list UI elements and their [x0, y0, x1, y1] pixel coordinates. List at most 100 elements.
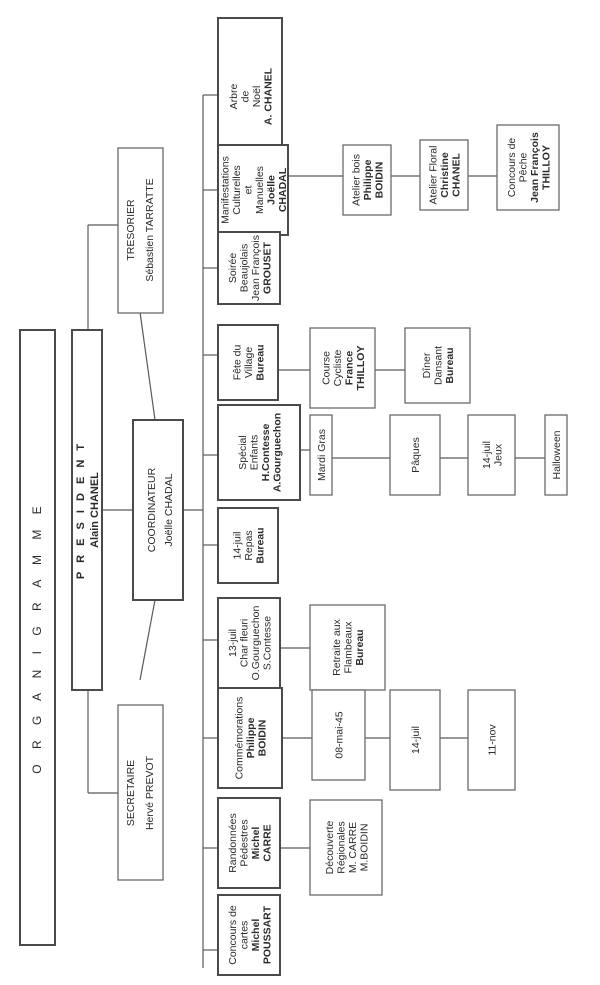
sub-decouverte-line: M.BOIDIN: [358, 824, 370, 872]
title-text: O R G A N I G R A M M E: [30, 500, 44, 773]
column-char-fleuri-line: S.Contesse: [261, 616, 273, 670]
column-randonnees-line: Pédestres: [238, 819, 250, 866]
sub-atelier-bois-line: Philippe: [362, 159, 374, 200]
tresorier-name: Sébastien TARRATTE: [144, 178, 156, 281]
column-concours-cartes-line: POUSSART: [261, 905, 273, 964]
sub-juil14-jeux-line: Jeux: [492, 443, 504, 466]
sub-course-cycliste-line: Cycliste: [332, 349, 344, 386]
column-arbre-de-noel-line: de: [239, 91, 251, 103]
sub-juil-14-line: 14-juil: [410, 726, 422, 754]
column-special-enfants-line: Enfants: [248, 435, 260, 471]
sub-decouverte-line: M. CARRE: [347, 822, 359, 873]
sub-retraite-line: Flambeaux: [343, 621, 355, 674]
sub-decouverte-line: Régionales: [335, 821, 347, 874]
secretaire-role: SECRETAIRE: [125, 760, 137, 826]
sub-juil14-jeux-line: 14-juil: [481, 441, 493, 469]
column-manifestations-line: Joëlle: [265, 175, 277, 205]
column-repas-14-juil-line: Repas: [243, 530, 255, 560]
column-manifestations-line: CHADAL: [277, 167, 289, 212]
column-concours-cartes-line: cartes: [238, 921, 250, 950]
column-arbre-de-noel-line: A. CHANEL: [262, 67, 274, 125]
sub-nov-11-line: 11-nov: [487, 724, 499, 756]
column-arbre-de-noel-line: Noël: [251, 86, 263, 108]
sub-course-cycliste-line: THILLOY: [355, 346, 367, 391]
column-soiree-beaujolais-line: GROUSET: [261, 241, 273, 294]
column-manifestations-line: Culturelles: [231, 165, 243, 215]
column-special-enfants-line: A.Gourguechon: [271, 413, 283, 492]
sub-mardi-gras: Mardi Gras: [309, 414, 333, 496]
president-box: P R E S I D E N T Alain CHANEL: [71, 329, 103, 691]
sub-halloween-line: Halloween: [551, 430, 563, 479]
column-char-fleuri-line: 13-juil: [227, 629, 239, 657]
column-commemorations-line: Commémorations: [234, 697, 246, 780]
sub-mai-08-line: 08-mai-45: [334, 711, 346, 758]
column-manifestations-line: et: [242, 186, 254, 195]
sub-diner-dansant-line: Dansant: [433, 346, 445, 385]
column-repas-14-juil-line: Bureau: [255, 527, 267, 563]
column-fete-du-village-line: Village: [243, 347, 255, 378]
sub-nov-11: 11-nov: [467, 689, 516, 791]
column-randonnees-line: Michel: [250, 827, 262, 860]
column-concours-cartes-line: Concours de: [227, 905, 239, 965]
secretaire-name: Hervé PREVOT: [144, 755, 156, 830]
column-soiree-beaujolais-line: Jean François: [250, 235, 262, 301]
column-repas-14-juil-line: 14-juil: [232, 531, 244, 559]
president-name: Alain CHANEL: [89, 472, 101, 548]
column-randonnees-line: CARRE: [261, 824, 273, 861]
sub-decouverte-line: Découverte: [324, 820, 336, 874]
coordinateur-box: COORDINATEUR Joëlle CHADAL: [132, 419, 184, 601]
sub-concours-peche-line: Pêche: [517, 152, 529, 182]
connectors: [87, 94, 545, 968]
sub-retraite-line: Bureau: [354, 629, 366, 665]
sub-concours-peche-line: THILLOY: [540, 145, 552, 190]
column-fete-du-village-line: Fête du: [232, 345, 244, 381]
coordinateur-role: COORDINATEUR: [146, 467, 158, 552]
sub-course-cycliste-line: France: [343, 351, 355, 386]
sub-paques-line: Pâques: [410, 437, 422, 473]
sub-halloween: Halloween: [544, 414, 568, 496]
column-soiree-beaujolais-line: Beaujolais: [238, 244, 250, 292]
title-box: O R G A N I G R A M M E: [19, 329, 56, 946]
column-concours-cartes-line: Michel: [250, 919, 262, 952]
column-arbre-de-noel-line: Arbre: [228, 84, 240, 110]
sub-mai-08: 08-mai-45: [311, 689, 366, 781]
column-char-fleuri-line: Char fleuri: [238, 619, 250, 667]
sub-atelier-bois-line: BOIDIN: [374, 162, 386, 199]
sub-mardi-gras-line: Mardi Gras: [316, 429, 328, 481]
coordinateur-name: Joëlle CHADAL: [163, 473, 175, 546]
column-special-enfants-line: H.Contesse: [260, 423, 272, 481]
tresorier-box: TRESORIER Sébastien TARRATTE: [117, 147, 164, 314]
column-soiree-beaujolais-line: Soirée: [227, 253, 239, 284]
column-manifestations-line: Manifestations: [219, 156, 231, 224]
sub-diner-dansant-line: Bureau: [444, 347, 456, 383]
column-commemorations-line: BOIDIN: [257, 720, 269, 757]
secretaire-box: SECRETAIRE Hervé PREVOT: [117, 704, 164, 881]
tresorier-role: TRESORIER: [125, 199, 137, 261]
sub-atelier-bois-line: Atelier bois: [351, 154, 363, 206]
sub-concours-peche-line: Jean François: [529, 132, 541, 203]
column-fete-du-village-line: Bureau: [255, 344, 267, 380]
sub-concours-peche-line: Concours de: [506, 138, 518, 198]
column-randonnees-line: Randonnées: [227, 813, 239, 873]
sub-atelier-floral-line: Atelier Floral: [428, 146, 440, 205]
sub-juil-14: 14-juil: [389, 689, 441, 791]
